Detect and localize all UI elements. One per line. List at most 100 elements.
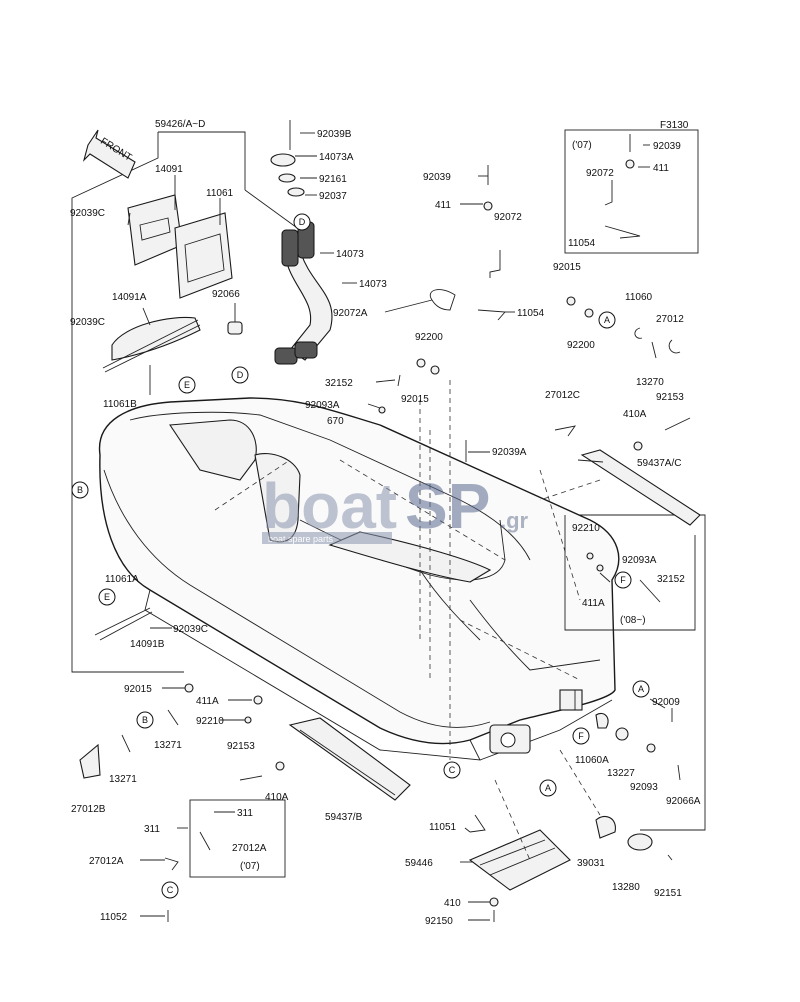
watermark: boat SP .gr boat spare parts	[262, 470, 529, 544]
part-label: 92066	[212, 289, 240, 300]
callout-f-2: F	[578, 731, 584, 741]
watermark-main-left: boat	[262, 470, 397, 542]
part-label: 32152	[657, 574, 685, 585]
part-label: 92039C	[70, 317, 105, 328]
part-label: 27012C	[545, 390, 580, 401]
pipe-14073	[270, 120, 333, 365]
part-label: 13280	[612, 882, 640, 893]
part-label: 92150	[425, 916, 453, 927]
part-label: 27012B	[71, 804, 106, 815]
part-label: 11054	[517, 308, 545, 319]
part-label: 14091	[155, 164, 183, 175]
part-label: 92015	[124, 684, 152, 695]
callout-e-2: E	[104, 592, 110, 602]
part-label: 59437/B	[325, 812, 363, 823]
part-label: 59446	[405, 858, 433, 869]
part-label: 92009	[652, 697, 680, 708]
part-label: 92039	[423, 172, 451, 183]
part-label: 92015	[553, 262, 581, 273]
part-label: 670	[327, 416, 344, 427]
callout-b-1: B	[77, 485, 83, 495]
part-label: 59437A/C	[637, 458, 681, 469]
part-label: 13227	[607, 768, 635, 779]
part-label: 11051	[429, 822, 457, 833]
part-label: 11060	[625, 292, 653, 303]
part-label: 11054	[568, 238, 596, 249]
part-label: 92015	[401, 394, 429, 405]
part-label: 411A	[196, 696, 219, 707]
part-label: 14073	[336, 249, 364, 260]
callout-a-2: A	[638, 684, 644, 694]
callout-a-3: A	[545, 783, 551, 793]
watermark-suffix: .gr	[500, 508, 529, 533]
callout-b-2: B	[142, 715, 148, 725]
part-label: 13271	[154, 740, 182, 751]
box-year-right: ('08~)	[620, 615, 646, 626]
box-year-bottom: ('07)	[240, 861, 260, 872]
callout-e-1: E	[184, 380, 190, 390]
part-label: 59426/A~D	[155, 119, 205, 130]
part-label: 311	[237, 808, 253, 819]
cover-parts	[102, 194, 243, 373]
callout-d-1: D	[299, 217, 306, 227]
part-label: 410	[444, 898, 461, 909]
part-label: 92039C	[70, 208, 105, 219]
part-label: 410A	[623, 409, 647, 420]
part-label: 92153	[656, 392, 684, 403]
part-label: 92039	[653, 141, 681, 152]
callout-f-1: F	[620, 575, 626, 585]
frame-lines	[71, 131, 706, 831]
part-label: 92039B	[317, 129, 352, 140]
part-label: 92161	[319, 174, 347, 185]
part-label: 27012	[656, 314, 684, 325]
part-label: 92200	[415, 332, 443, 343]
hull-body	[98, 397, 620, 761]
dashed-lines	[214, 380, 601, 861]
part-label: 14073A	[319, 152, 354, 163]
part-label: 92210	[196, 716, 224, 727]
part-label: 11061	[206, 188, 234, 199]
part-label: 92093A	[622, 555, 657, 566]
callout-c-2: C	[167, 885, 174, 895]
callouts: D E D B A C E F A F B A C	[71, 213, 650, 899]
part-label: 92072A	[333, 308, 368, 319]
part-label: 92151	[654, 888, 682, 899]
box-year-top-right: ('07)	[572, 140, 592, 151]
hardware-bottom	[79, 552, 681, 922]
figure-code: F3130	[660, 120, 689, 131]
sub-boxes	[189, 129, 699, 878]
part-label: 411A	[582, 598, 605, 609]
part-label: 92093	[630, 782, 658, 793]
part-labels: 59426/A~D 92039B 14073A 92161 92037 1407…	[70, 119, 701, 927]
leader-lines	[127, 132, 666, 921]
part-label: 92072	[494, 212, 522, 223]
part-label: 32152	[325, 378, 353, 389]
part-label: 92037	[319, 191, 347, 202]
part-label: 11060A	[575, 755, 609, 766]
callout-a-1: A	[604, 315, 610, 325]
part-label: 27012A	[232, 843, 267, 854]
part-label: 27012A	[89, 856, 124, 867]
part-label: 13270	[636, 377, 664, 388]
callout-c-1: C	[449, 765, 456, 775]
part-label: 14091A	[112, 292, 147, 303]
watermark-tagline: boat spare parts	[268, 534, 334, 544]
part-label: 13271	[109, 774, 137, 785]
part-label: 92210	[572, 523, 600, 534]
part-label: 14091B	[130, 639, 165, 650]
part-label: 92039A	[492, 447, 527, 458]
part-label: 14073	[359, 279, 387, 290]
part-label: 92066A	[666, 796, 701, 807]
part-label: 11052	[100, 912, 128, 923]
watermark-main-right: SP	[405, 470, 490, 542]
part-label: 11061B	[103, 399, 137, 410]
part-label: 92200	[567, 340, 595, 351]
front-arrow: FRONT	[82, 129, 136, 179]
part-label: 92093A	[305, 400, 340, 411]
part-label: 11061A	[105, 574, 139, 585]
part-label: 92153	[227, 741, 255, 752]
part-label: 410A	[265, 792, 289, 803]
part-label: 92039C	[173, 624, 208, 635]
